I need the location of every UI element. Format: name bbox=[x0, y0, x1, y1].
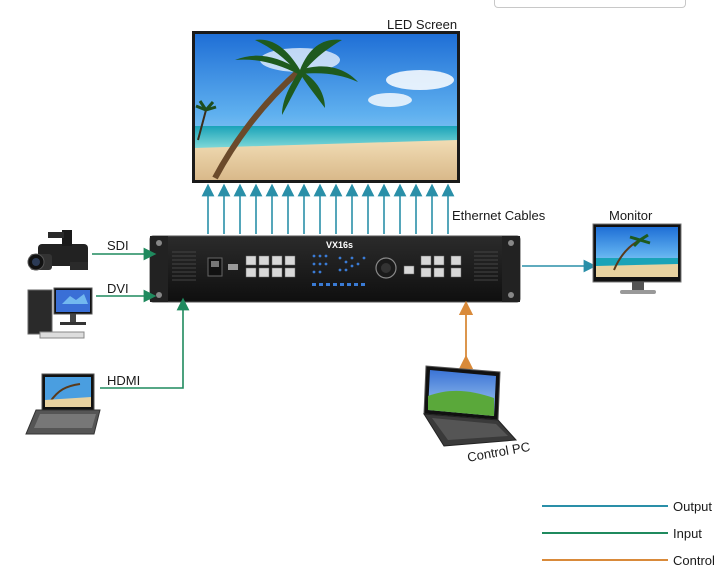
hdmi-input-line bbox=[100, 297, 190, 389]
legend bbox=[542, 505, 668, 561]
video-camera-icon bbox=[27, 230, 88, 271]
top-edge-box bbox=[494, 0, 686, 8]
led-screen-image bbox=[192, 31, 460, 183]
monitor-label: Monitor bbox=[609, 208, 653, 223]
legend-input-label: Input bbox=[673, 526, 702, 541]
dvi-label: DVI bbox=[107, 281, 129, 296]
legend-output-label: Output bbox=[673, 499, 713, 514]
video-controller-device: VX16s bbox=[149, 235, 521, 303]
monitor-icon bbox=[592, 223, 682, 294]
led-screen-label: LED Screen bbox=[387, 17, 458, 32]
legend-control-label: Control bbox=[673, 553, 715, 568]
control-pc-laptop-icon bbox=[423, 365, 518, 447]
device-model-label: VX16s bbox=[326, 240, 353, 250]
desktop-pc-icon bbox=[27, 287, 93, 339]
ethernet-cable-arrows bbox=[201, 183, 455, 234]
ethernet-cables-label: Ethernet Cables bbox=[452, 208, 546, 223]
sdi-label: SDI bbox=[107, 238, 129, 253]
laptop-icon bbox=[25, 373, 101, 435]
hdmi-label: HDMI bbox=[107, 373, 141, 388]
